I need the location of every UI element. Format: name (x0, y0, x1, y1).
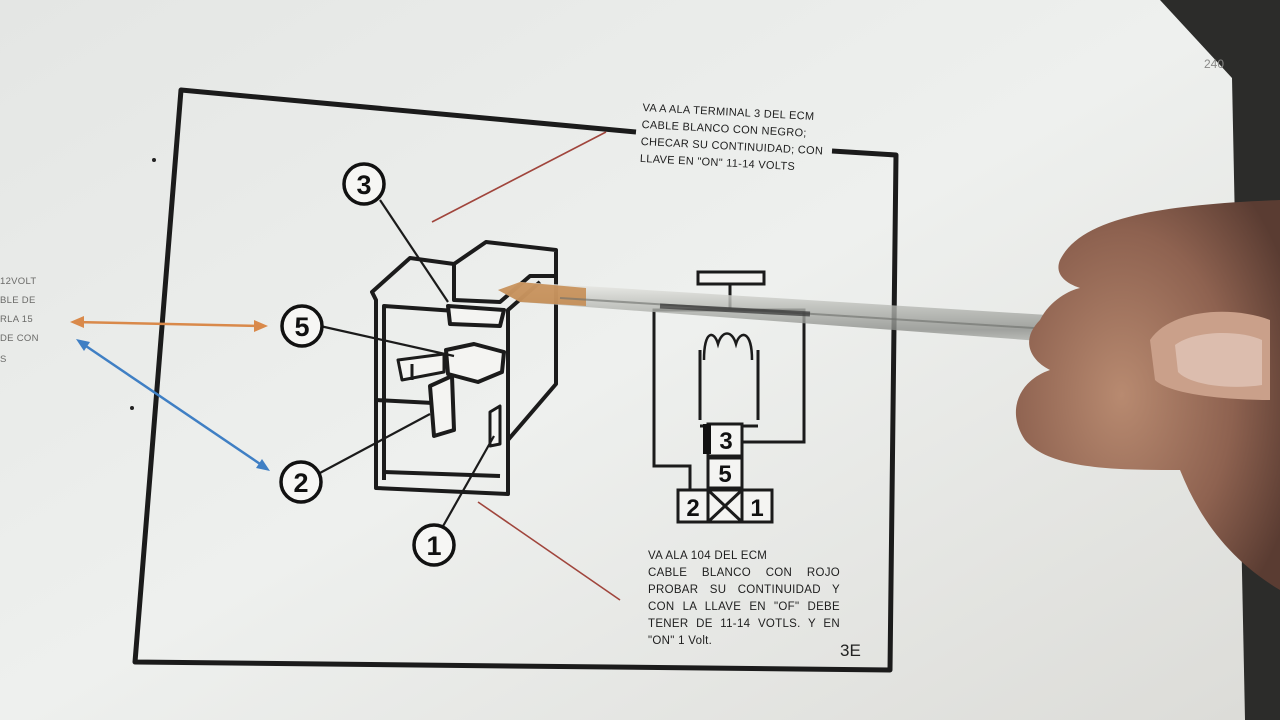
hand (1015, 200, 1280, 590)
callout-3: 3 (342, 162, 386, 206)
schematic-pin-5: 5 (718, 461, 731, 488)
note-left-line: RLA 15 (0, 314, 33, 325)
callout-5-label: 5 (294, 312, 309, 342)
note-bottom-line: CON LA LLAVE EN "OF" DEBE (648, 601, 840, 613)
page-speck (152, 158, 156, 162)
note-bottom-line: VA ALA 104 DEL ECM (648, 550, 768, 562)
leader-line-top (431, 131, 607, 223)
note-bottom-line: "ON" 1 Volt. (648, 635, 713, 647)
note-left-line: 12VOLT (0, 276, 37, 287)
note-left-line: BLE DE (0, 295, 36, 306)
callout-3-label: 3 (356, 170, 371, 200)
leader-line-bottom (477, 501, 621, 601)
callout-1: 1 (412, 523, 456, 567)
schematic-pin-2: 2 (686, 495, 699, 522)
note-bottom-line: CABLE BLANCO CON ROJO (648, 567, 840, 579)
callout-2: 2 (279, 460, 323, 504)
callout-leaders (317, 199, 495, 529)
callout-2-label: 2 (293, 468, 308, 498)
page-mark: 3E (840, 641, 861, 660)
orange-arrow (70, 316, 268, 332)
note-left-line: S (0, 354, 7, 365)
note-bottom-ecm-104: VA ALA 104 DEL ECM CABLE BLANCO CON ROJO… (648, 548, 840, 650)
diagram-frame (132, 87, 899, 673)
schematic-pin-1: 1 (750, 495, 763, 522)
page-speck (130, 406, 134, 410)
tablet-screen (0, 0, 1245, 720)
relay-schematic (652, 270, 806, 524)
tablet-corner-number: 240 (1204, 57, 1225, 71)
note-top-terminal-3: VA A ALA TERMINAL 3 DEL ECM CABLE BLANCO… (639, 100, 825, 177)
note-left-partial: 12VOLT BLE DE RLA 15 DE CON S (0, 272, 39, 369)
schematic-pin-3: 3 (719, 428, 732, 455)
callout-5: 5 (280, 304, 324, 348)
note-bottom-line: PROBAR SU CONTINUIDAD Y (648, 584, 840, 596)
callout-1-label: 1 (426, 531, 441, 561)
blue-arrow (76, 339, 270, 471)
note-bottom-line: TENER DE 11-14 VOTLS. Y EN (648, 618, 840, 630)
note-left-line: DE CON (0, 333, 39, 344)
